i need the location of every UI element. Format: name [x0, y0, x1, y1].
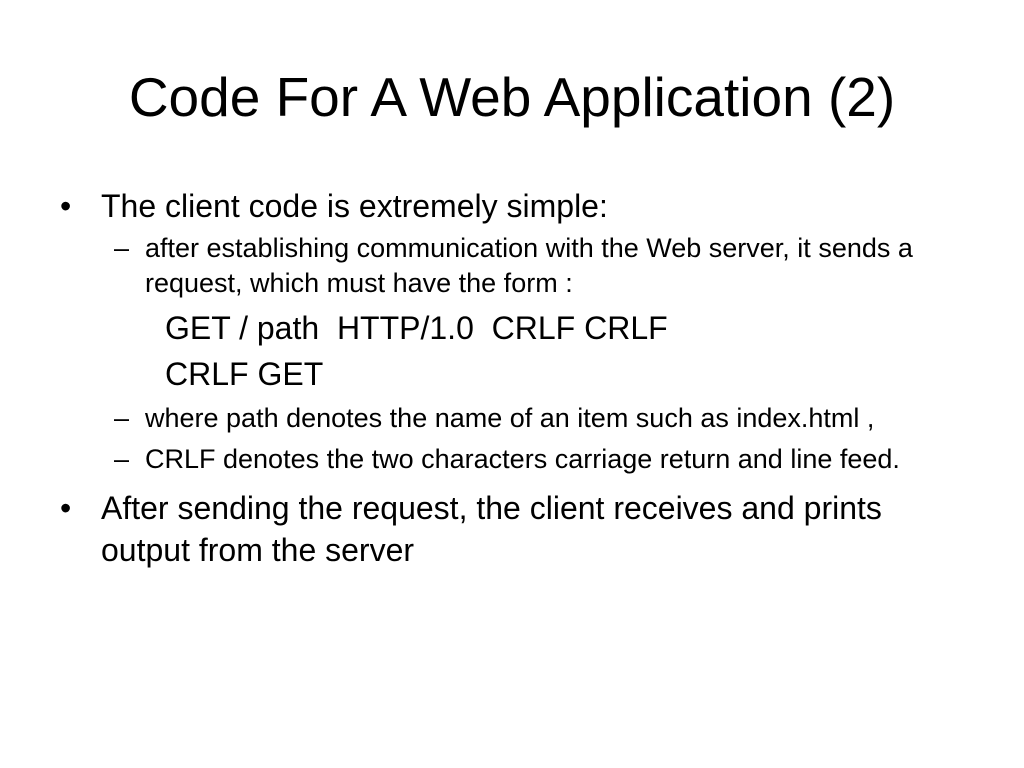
dash-marker: – [114, 444, 130, 474]
sub-bullet-request: – after establishing communication with … [56, 231, 976, 301]
bullet-marker: • [60, 188, 72, 224]
sub-bullet-text: after establishing communication with th… [145, 233, 913, 298]
bullet-client-output: • After sending the request, the client … [56, 487, 976, 571]
bullet-text: The client code is extremely simple: [101, 188, 608, 224]
sub-bullet-text: CRLF denotes the two characters carriage… [145, 444, 900, 474]
sub-bullet-path: – where path denotes the name of an item… [56, 401, 976, 436]
dash-marker: – [114, 403, 130, 433]
bullet-text: After sending the request, the client re… [101, 490, 882, 568]
sub-bullet-crlf: – CRLF denotes the two characters carria… [56, 442, 976, 477]
request-form-line: GET / path HTTP/1.0 CRLF CRLF [165, 310, 668, 346]
slide-title: Code For A Web Application (2) [128, 66, 896, 128]
dash-marker: – [114, 233, 130, 263]
bullet-client-code: • The client code is extremely simple: [56, 185, 976, 227]
sub-bullet-text: where path denotes the name of an item s… [145, 403, 875, 433]
bullet-marker: • [60, 490, 72, 526]
request-form-line: CRLF GET [165, 356, 324, 392]
slide-body: • The client code is extremely simple: –… [56, 185, 976, 571]
